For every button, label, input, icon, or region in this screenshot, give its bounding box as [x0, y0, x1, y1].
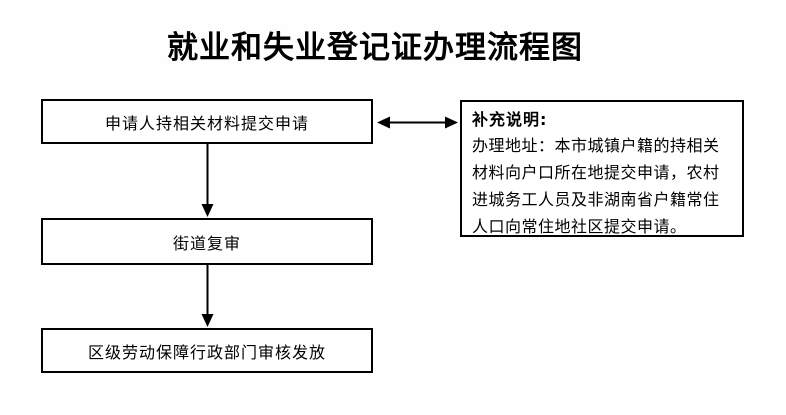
note-heading: 补充说明: [472, 110, 548, 129]
flow-step-street-review: 街道复审 [41, 218, 373, 265]
flow-step-label: 申请人持相关材料提交申请 [104, 113, 309, 133]
down-arrow-icon [201, 144, 214, 217]
flow-step-district-issue: 区级劳动保障行政部门审核发放 [41, 328, 373, 373]
supplementary-note-box: 补充说明: 办理地址：本市城镇户籍的持相关材料向户口所在地提交申请，农村进城务工… [460, 100, 744, 237]
double-arrow-icon [377, 116, 458, 129]
flow-step-label: 区级劳动保障行政部门审核发放 [87, 342, 326, 362]
note-body: 办理地址：本市城镇户籍的持相关材料向户口所在地提交申请，农村进城务工人员及非湖南… [472, 136, 720, 236]
page-title: 就业和失业登记证办理流程图 [167, 30, 583, 66]
down-arrow-icon [201, 265, 214, 327]
flow-step-submit-application: 申请人持相关材料提交申请 [41, 99, 373, 144]
flow-step-label: 街道复审 [172, 233, 241, 253]
